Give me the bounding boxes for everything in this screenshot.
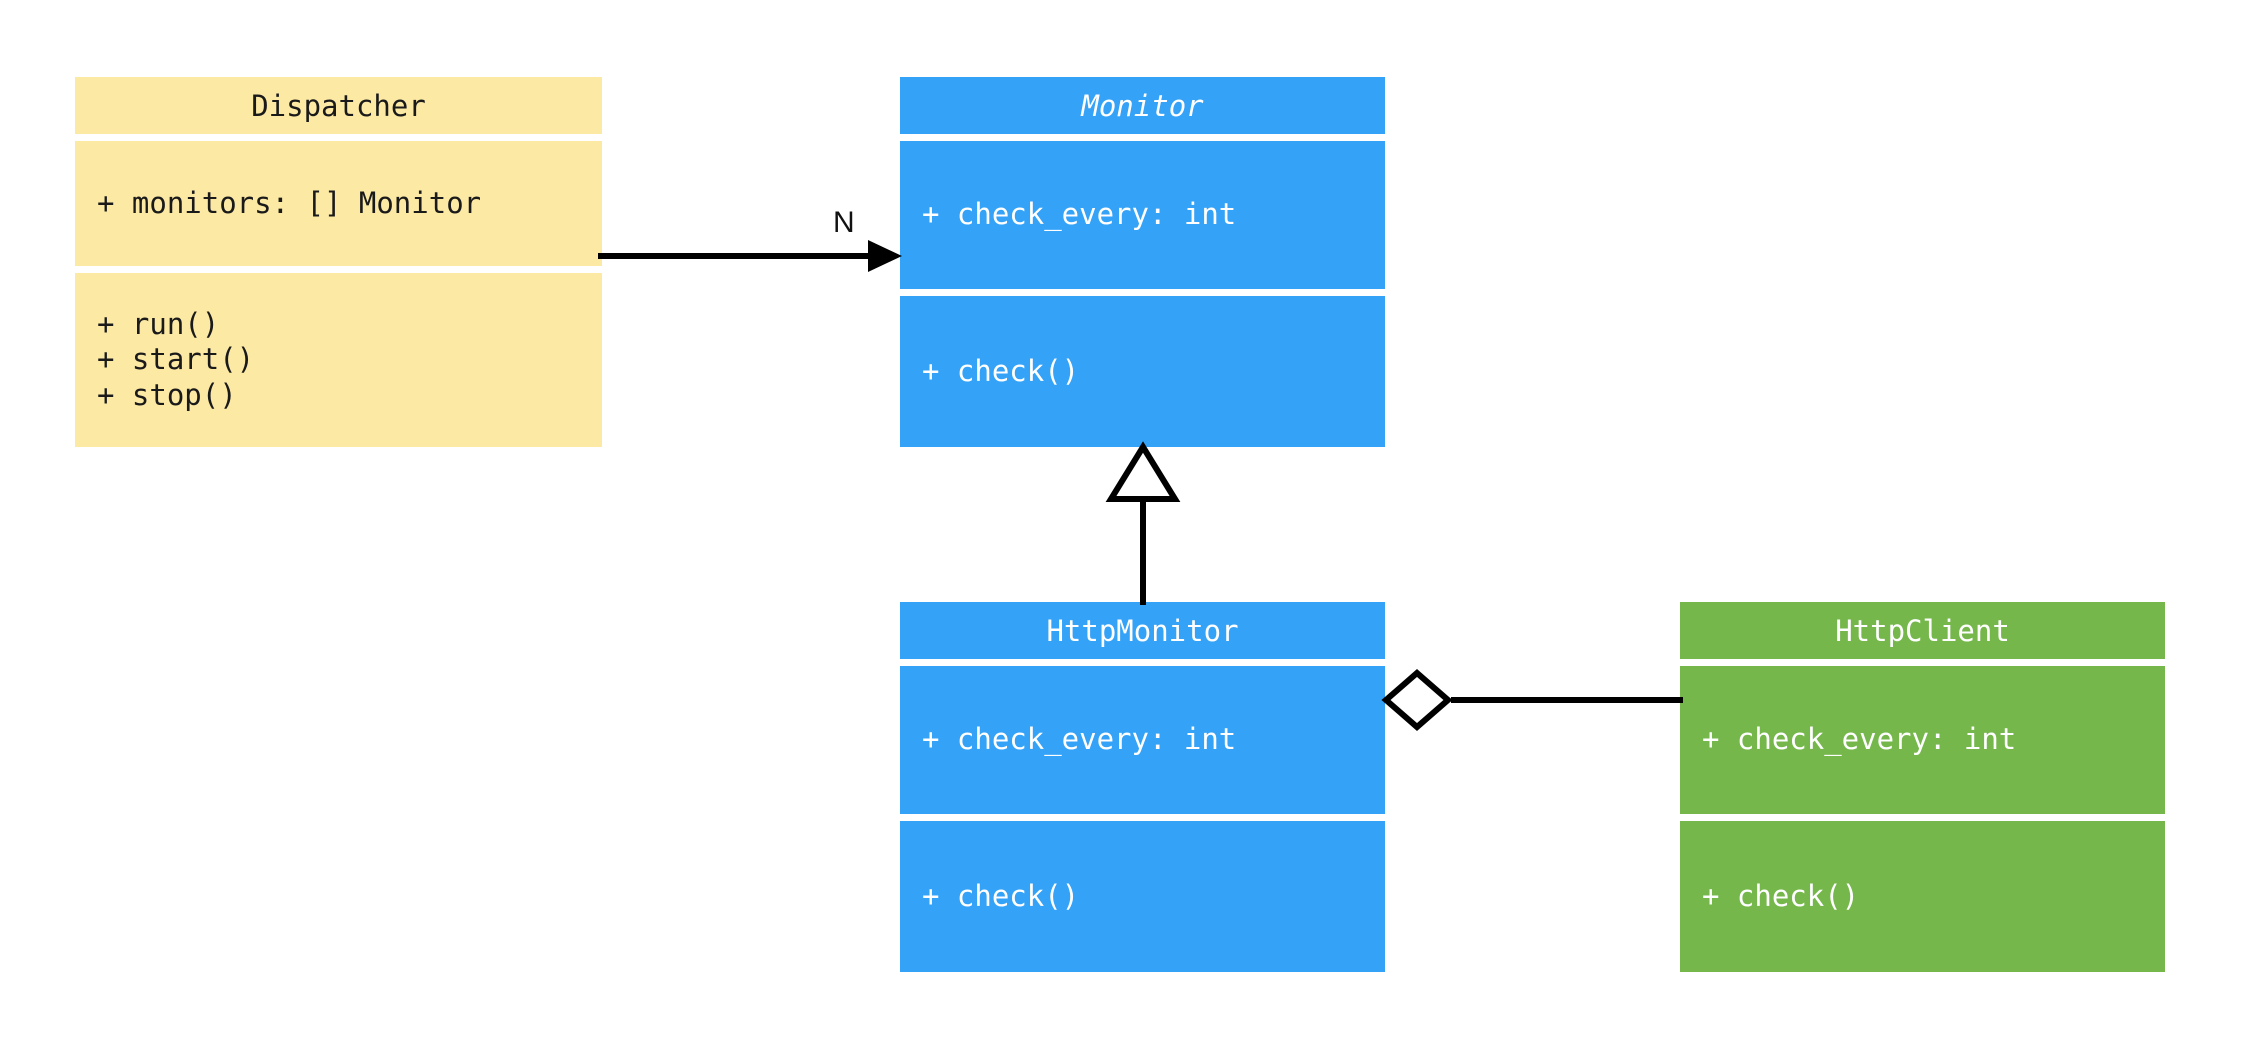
class-title-dispatcher: Dispatcher: [75, 77, 602, 134]
attribute-list: + check_every: int: [1702, 722, 2017, 757]
class-box-httpmonitor[interactable]: HttpMonitor + check_every: int + check(): [900, 602, 1385, 972]
method-list: + check(): [922, 353, 1080, 388]
class-title-monitor: Monitor: [900, 77, 1385, 134]
class-methods-monitor: + check(): [900, 296, 1385, 447]
compartment-separator: [900, 814, 1385, 821]
attribute-list: + monitors: [] Monitor: [97, 185, 482, 220]
class-attributes-monitor: + check_every: int: [900, 141, 1385, 289]
compartment-separator: [75, 134, 602, 141]
class-attributes-dispatcher: + monitors: [] Monitor: [75, 141, 602, 266]
compartment-separator: [900, 289, 1385, 296]
class-methods-httpclient: + check(): [1680, 821, 2165, 972]
compartment-separator: [1680, 659, 2165, 666]
method-list: + run() + start() + stop(): [97, 307, 255, 412]
method-list: + check(): [922, 878, 1080, 913]
class-box-monitor[interactable]: Monitor + check_every: int + check(): [900, 77, 1385, 447]
class-box-dispatcher[interactable]: Dispatcher + monitors: [] Monitor + run(…: [75, 77, 602, 447]
class-title-httpclient: HttpClient: [1680, 602, 2165, 659]
class-methods-dispatcher: + run() + start() + stop(): [75, 273, 602, 447]
method-list: + check(): [1702, 878, 1860, 913]
compartment-separator: [1680, 814, 2165, 821]
class-attributes-httpclient: + check_every: int: [1680, 666, 2165, 814]
class-methods-httpmonitor: + check(): [900, 821, 1385, 972]
attribute-list: + check_every: int: [922, 197, 1237, 232]
class-title-httpmonitor: HttpMonitor: [900, 602, 1385, 659]
generalization-httpmonitor-to-monitor[interactable]: [1105, 441, 1181, 605]
aggregation-httpmonitor-to-httpclient[interactable]: [1381, 665, 1683, 735]
association-multiplicity-label: N: [833, 206, 855, 239]
compartment-separator: [75, 266, 602, 273]
association-dispatcher-to-monitor[interactable]: [598, 230, 908, 272]
attribute-list: + check_every: int: [922, 722, 1237, 757]
compartment-separator: [900, 134, 1385, 141]
class-box-httpclient[interactable]: HttpClient + check_every: int + check(): [1680, 602, 2165, 972]
compartment-separator: [900, 659, 1385, 666]
class-attributes-httpmonitor: + check_every: int: [900, 666, 1385, 814]
